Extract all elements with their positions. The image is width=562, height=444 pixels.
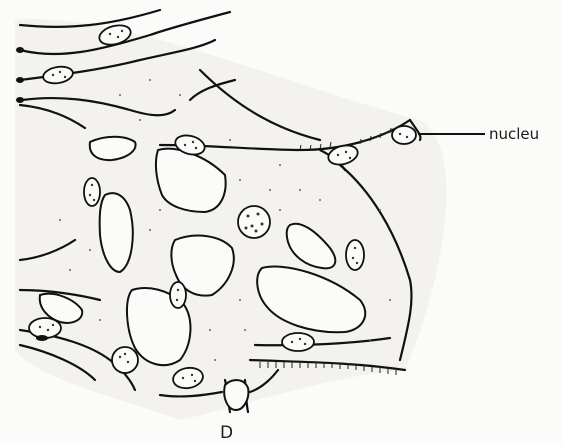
- nucleus: [112, 347, 138, 373]
- nucleus-label: nucleu: [489, 125, 539, 143]
- nucleus: [346, 240, 364, 270]
- nucleus: [282, 333, 314, 351]
- nucleus: [84, 178, 100, 206]
- panel-letter: D: [220, 423, 233, 443]
- nucleus: [29, 318, 61, 338]
- nucleus: [238, 206, 270, 238]
- nucleus: [392, 126, 416, 144]
- tissue-background: [15, 19, 446, 420]
- nucleus: [170, 282, 186, 308]
